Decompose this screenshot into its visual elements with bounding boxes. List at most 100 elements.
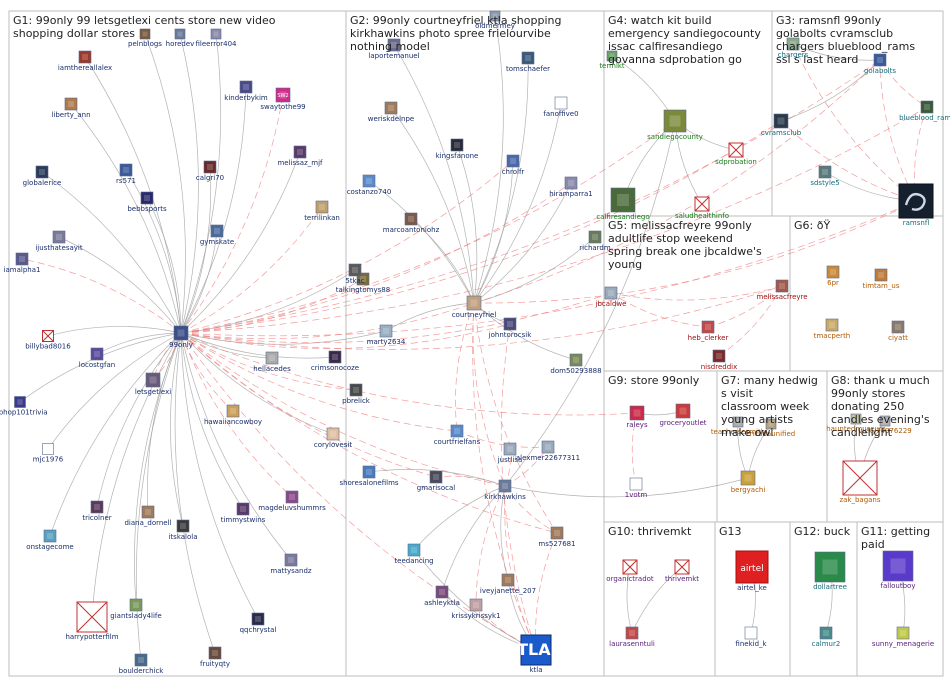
node-liberty_ann[interactable]: liberty_ann <box>51 97 91 119</box>
node-sandiegocounty[interactable]: sandiegocounty <box>647 109 703 141</box>
node-nisdreddix[interactable]: nisdreddix <box>701 349 737 371</box>
node-costanzo740[interactable]: costanzo740 <box>347 174 392 196</box>
node-qqchrystal[interactable]: qqchrystal <box>240 612 277 634</box>
node-diana_dornell[interactable]: diana_dornell <box>124 505 172 527</box>
node-cvramsclub[interactable]: cvramsclub <box>761 113 802 137</box>
node-kirkhawkins[interactable]: kirkhawkins <box>484 479 526 501</box>
node-laportemanuel[interactable]: laportemanuel <box>368 38 420 60</box>
node-calfiresandiego[interactable]: calfiresandiego <box>596 187 650 221</box>
node-johntorocsik[interactable]: johntorocsik <box>488 317 533 339</box>
node-itskalola[interactable]: itskalola <box>168 519 198 541</box>
node-giantslady4life[interactable]: giantslady4life <box>110 598 162 620</box>
node-dollartree[interactable]: dollartree <box>813 551 847 591</box>
node-tricadaunified[interactable]: tricadaunified <box>747 418 795 438</box>
node-onstagecome[interactable]: onstagecome <box>26 529 74 551</box>
node-golabolts[interactable]: golabolts <box>864 53 896 75</box>
node-sdstyle5[interactable]: sdstyle5 <box>810 165 840 187</box>
node-hauntedmuseum[interactable]: hauntedmuseum <box>826 413 886 433</box>
node-jbcaldwe[interactable]: jbcaldwe <box>595 286 627 308</box>
node-horedev[interactable]: horedev <box>166 28 195 48</box>
node-chrolfr[interactable]: chrolfr <box>502 154 525 176</box>
node-tmacperth[interactable]: tmacperth <box>814 318 851 340</box>
node-zak_bagans[interactable]: zak_bagans <box>839 460 881 504</box>
node-shoresalonefilms[interactable]: shoresalonefilms <box>339 465 399 487</box>
node-6pr[interactable]: 6pr <box>826 265 840 287</box>
node-mjc1976[interactable]: mjc1976 <box>33 443 64 464</box>
node-raleys[interactable]: raleys <box>626 405 648 429</box>
node-harrypotterfilm[interactable]: harrypotterfilm <box>65 601 119 641</box>
node-thrivemkt[interactable]: thrivemkt <box>665 559 699 583</box>
node-alexmer22677311[interactable]: alexmer22677311 <box>516 440 580 462</box>
node-ijusthatesayit[interactable]: ijusthatesayit <box>35 230 83 252</box>
node-bergyachi[interactable]: bergyachi <box>731 470 766 494</box>
node-organictradot[interactable]: organictradot <box>606 559 654 583</box>
node-billybad8016[interactable]: billybad8016 <box>25 330 71 351</box>
node-ms527681[interactable]: ms527681 <box>538 526 576 548</box>
node-justlisa[interactable]: justlisa <box>497 442 523 464</box>
node-locostgfan[interactable]: locostgfan <box>79 347 115 369</box>
node-gymskate[interactable]: gymskate <box>200 224 234 246</box>
node-ashleyktla[interactable]: ashleyktla <box>424 585 460 607</box>
node-teedancing[interactable]: teedancing <box>394 543 434 565</box>
node-terrilinkan[interactable]: terrilinkan <box>304 200 340 222</box>
node-fruityqty[interactable]: fruityqty <box>200 646 230 668</box>
node-marty2634[interactable]: marty2634 <box>367 324 406 346</box>
node-hiramparra1[interactable]: hiramparra1 <box>549 176 593 198</box>
node-blueblood_rams[interactable]: blueblood_rams <box>899 100 950 122</box>
node-mattysandz[interactable]: mattysandz <box>270 553 312 575</box>
node-marcoantoniohz[interactable]: marcoantoniohz <box>383 212 440 234</box>
node-calmur2[interactable]: calmur2 <box>812 626 841 648</box>
node-tomschaefer[interactable]: tomschaefer <box>506 51 550 73</box>
node-timtam_us[interactable]: timtam_us <box>863 268 900 290</box>
node-teachersesmith[interactable]: teachersesmith <box>711 416 765 436</box>
node-ivey_janette_207[interactable]: iveyjanette_207 <box>480 573 536 595</box>
node-laurasenntuli[interactable]: laurasenntuli <box>609 626 655 648</box>
node-falloutboy[interactable]: falloutboy <box>881 550 916 590</box>
node-gmarisocal[interactable]: gmarisocal <box>417 470 455 492</box>
node-5tkac[interactable]: 5tkac <box>345 263 365 285</box>
node-letsgetlexi[interactable]: letsgetlexi <box>135 372 171 396</box>
node-1votm[interactable]: 1votm <box>625 477 648 499</box>
node-pbrelick[interactable]: pbrelick <box>342 383 371 405</box>
node-melissaz_mjf[interactable]: melissaz_mjf <box>277 145 323 167</box>
node-tricolner[interactable]: tricolner <box>82 500 112 522</box>
node-timmystwins[interactable]: timmystwins <box>221 502 266 524</box>
node-ramsnfl[interactable]: ramsnfl <box>898 183 934 227</box>
node-crimsonocoze[interactable]: crimsonocoze <box>311 350 359 372</box>
node-weriskdelnpe[interactable]: weriskdelnpe <box>368 101 414 123</box>
node-kinderbykim[interactable]: kinderbykim <box>224 80 268 102</box>
node-oldmermey[interactable]: oldmermey <box>475 10 515 30</box>
node-dom50293888[interactable]: dom50293888 <box>550 353 602 375</box>
node-chargers[interactable]: chargers <box>778 37 809 59</box>
node-groceryoutlet[interactable]: groceryoutlet <box>659 403 707 427</box>
node-courtfrielfans[interactable]: courtfrielfans <box>434 424 481 446</box>
node-fanoffive0[interactable]: fanoffive0 <box>543 96 579 118</box>
node-iamalpha1[interactable]: iamalpha1 <box>4 252 41 274</box>
node-ciyatt[interactable]: ciyatt <box>888 320 908 342</box>
node-sdprobation[interactable]: sdprobation <box>715 142 757 166</box>
node-globalerice[interactable]: globalerice <box>23 165 62 187</box>
node-heb_clerker[interactable]: heb_clerker <box>688 320 729 342</box>
node-hawaiiancowboy[interactable]: hawaiiancowboy <box>204 404 262 426</box>
node-melissacfreyre[interactable]: melissacfreyre <box>756 279 808 301</box>
node-pelnblogs[interactable]: pelnblogs <box>128 28 162 48</box>
node-sunny_menagerie[interactable]: sunny_menagerie <box>872 626 934 648</box>
node-saludhealthinfo[interactable]: saludhealthinfo <box>675 196 729 220</box>
node-kingsfanone[interactable]: kingsfanone <box>436 138 479 160</box>
node-iamthereallalex[interactable]: iamthereallalex <box>58 50 112 72</box>
node-hiphop101trivia[interactable]: hiphop101trivia <box>0 396 48 417</box>
node-courtneyfriel[interactable]: courtneyfriel <box>452 295 497 319</box>
node-magdeluvshummrs[interactable]: magdeluvshummrs <box>258 490 326 512</box>
node-hellacedes[interactable]: hellacedes <box>253 351 291 373</box>
node-bebbsports[interactable]: bebbsports <box>127 191 167 213</box>
node-termlkt[interactable]: termlkt <box>599 50 625 70</box>
node-99only[interactable]: 99only <box>169 325 193 349</box>
node-finekid_k[interactable]: finekid_k <box>735 626 768 648</box>
node-krissykrissyk1[interactable]: krissykrissyk1 <box>451 598 501 620</box>
node-corylovesit[interactable]: corylovesit <box>314 427 352 449</box>
node-rs571[interactable]: rs571 <box>116 163 136 185</box>
node-richardm[interactable]: richardm <box>579 230 611 252</box>
